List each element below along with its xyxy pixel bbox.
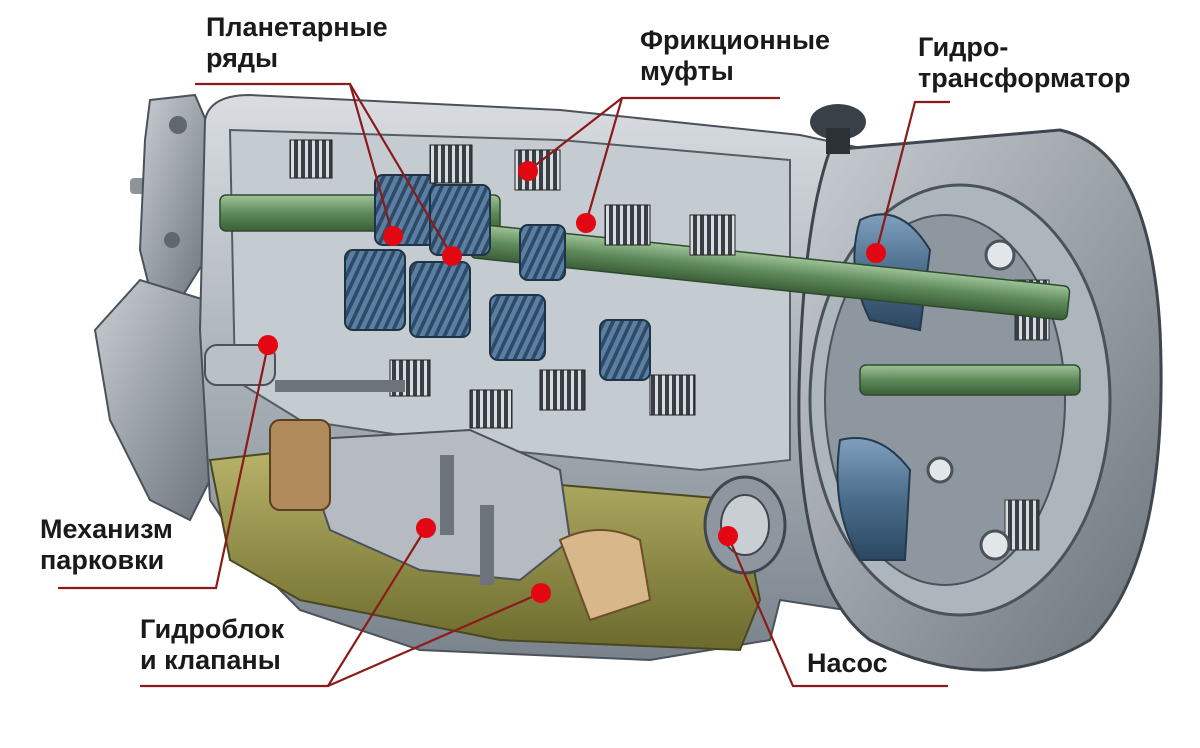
marker-clutch-2: [576, 213, 596, 233]
leader-line-pump: [726, 535, 948, 688]
parking-mechanism: [204, 344, 405, 392]
label-torque-converter: Гидро- трансформатор: [918, 32, 1130, 94]
label-valves-line1: Гидроблок: [140, 614, 285, 644]
label-parking-line2: парковки: [40, 545, 165, 575]
label-parking-mechanism: Механизм парковки: [40, 514, 173, 576]
label-planetary-line2: ряды: [206, 43, 279, 73]
label-converter-line1: Гидро-: [918, 32, 1009, 62]
leader-line-valves-2: [327, 591, 542, 688]
label-planetary-gear-sets: Планетарные ряды: [206, 12, 388, 74]
label-valve-body: Гидроблок и клапаны: [140, 614, 284, 676]
planetary-gear-sets: [344, 174, 651, 381]
label-pump-line1: Насос: [807, 648, 888, 678]
leader-line-clutches-2: [584, 97, 624, 224]
leader-line-planetary-2: [349, 83, 453, 257]
label-clutches-line2: муфты: [640, 56, 734, 86]
label-valves-line2: и клапаны: [140, 645, 281, 675]
marker-valves-1: [416, 518, 436, 538]
breather-cap: [810, 104, 866, 154]
leader-line-converter: [874, 100, 950, 254]
label-friction-clutches: Фрикционные муфты: [640, 25, 830, 87]
marker-planetary-2: [442, 246, 462, 266]
torque-converter-housing: [797, 128, 1163, 672]
marker-valves-2: [531, 583, 551, 603]
leader-line-parking: [58, 344, 270, 590]
label-clutches-line1: Фрикционные: [640, 25, 831, 55]
marker-clutch-1: [518, 161, 538, 181]
valve-body-and-oil-pan: [208, 419, 762, 652]
leader-lines: [58, 82, 950, 688]
marker-pump: [718, 526, 738, 546]
output-flange: [130, 93, 212, 302]
rear-housing: [93, 278, 217, 522]
label-planetary-line1: Планетарные: [206, 12, 388, 42]
clutch-packs: [289, 139, 736, 429]
marker-parking: [258, 335, 278, 355]
label-converter-line2: трансформатор: [918, 63, 1131, 93]
marker-converter: [866, 243, 886, 263]
marker-planetary-1: [383, 226, 403, 246]
label-pump: Насос: [807, 648, 888, 679]
label-parking-line1: Механизм: [40, 514, 173, 544]
markers: [258, 161, 886, 603]
pump: [703, 475, 787, 575]
